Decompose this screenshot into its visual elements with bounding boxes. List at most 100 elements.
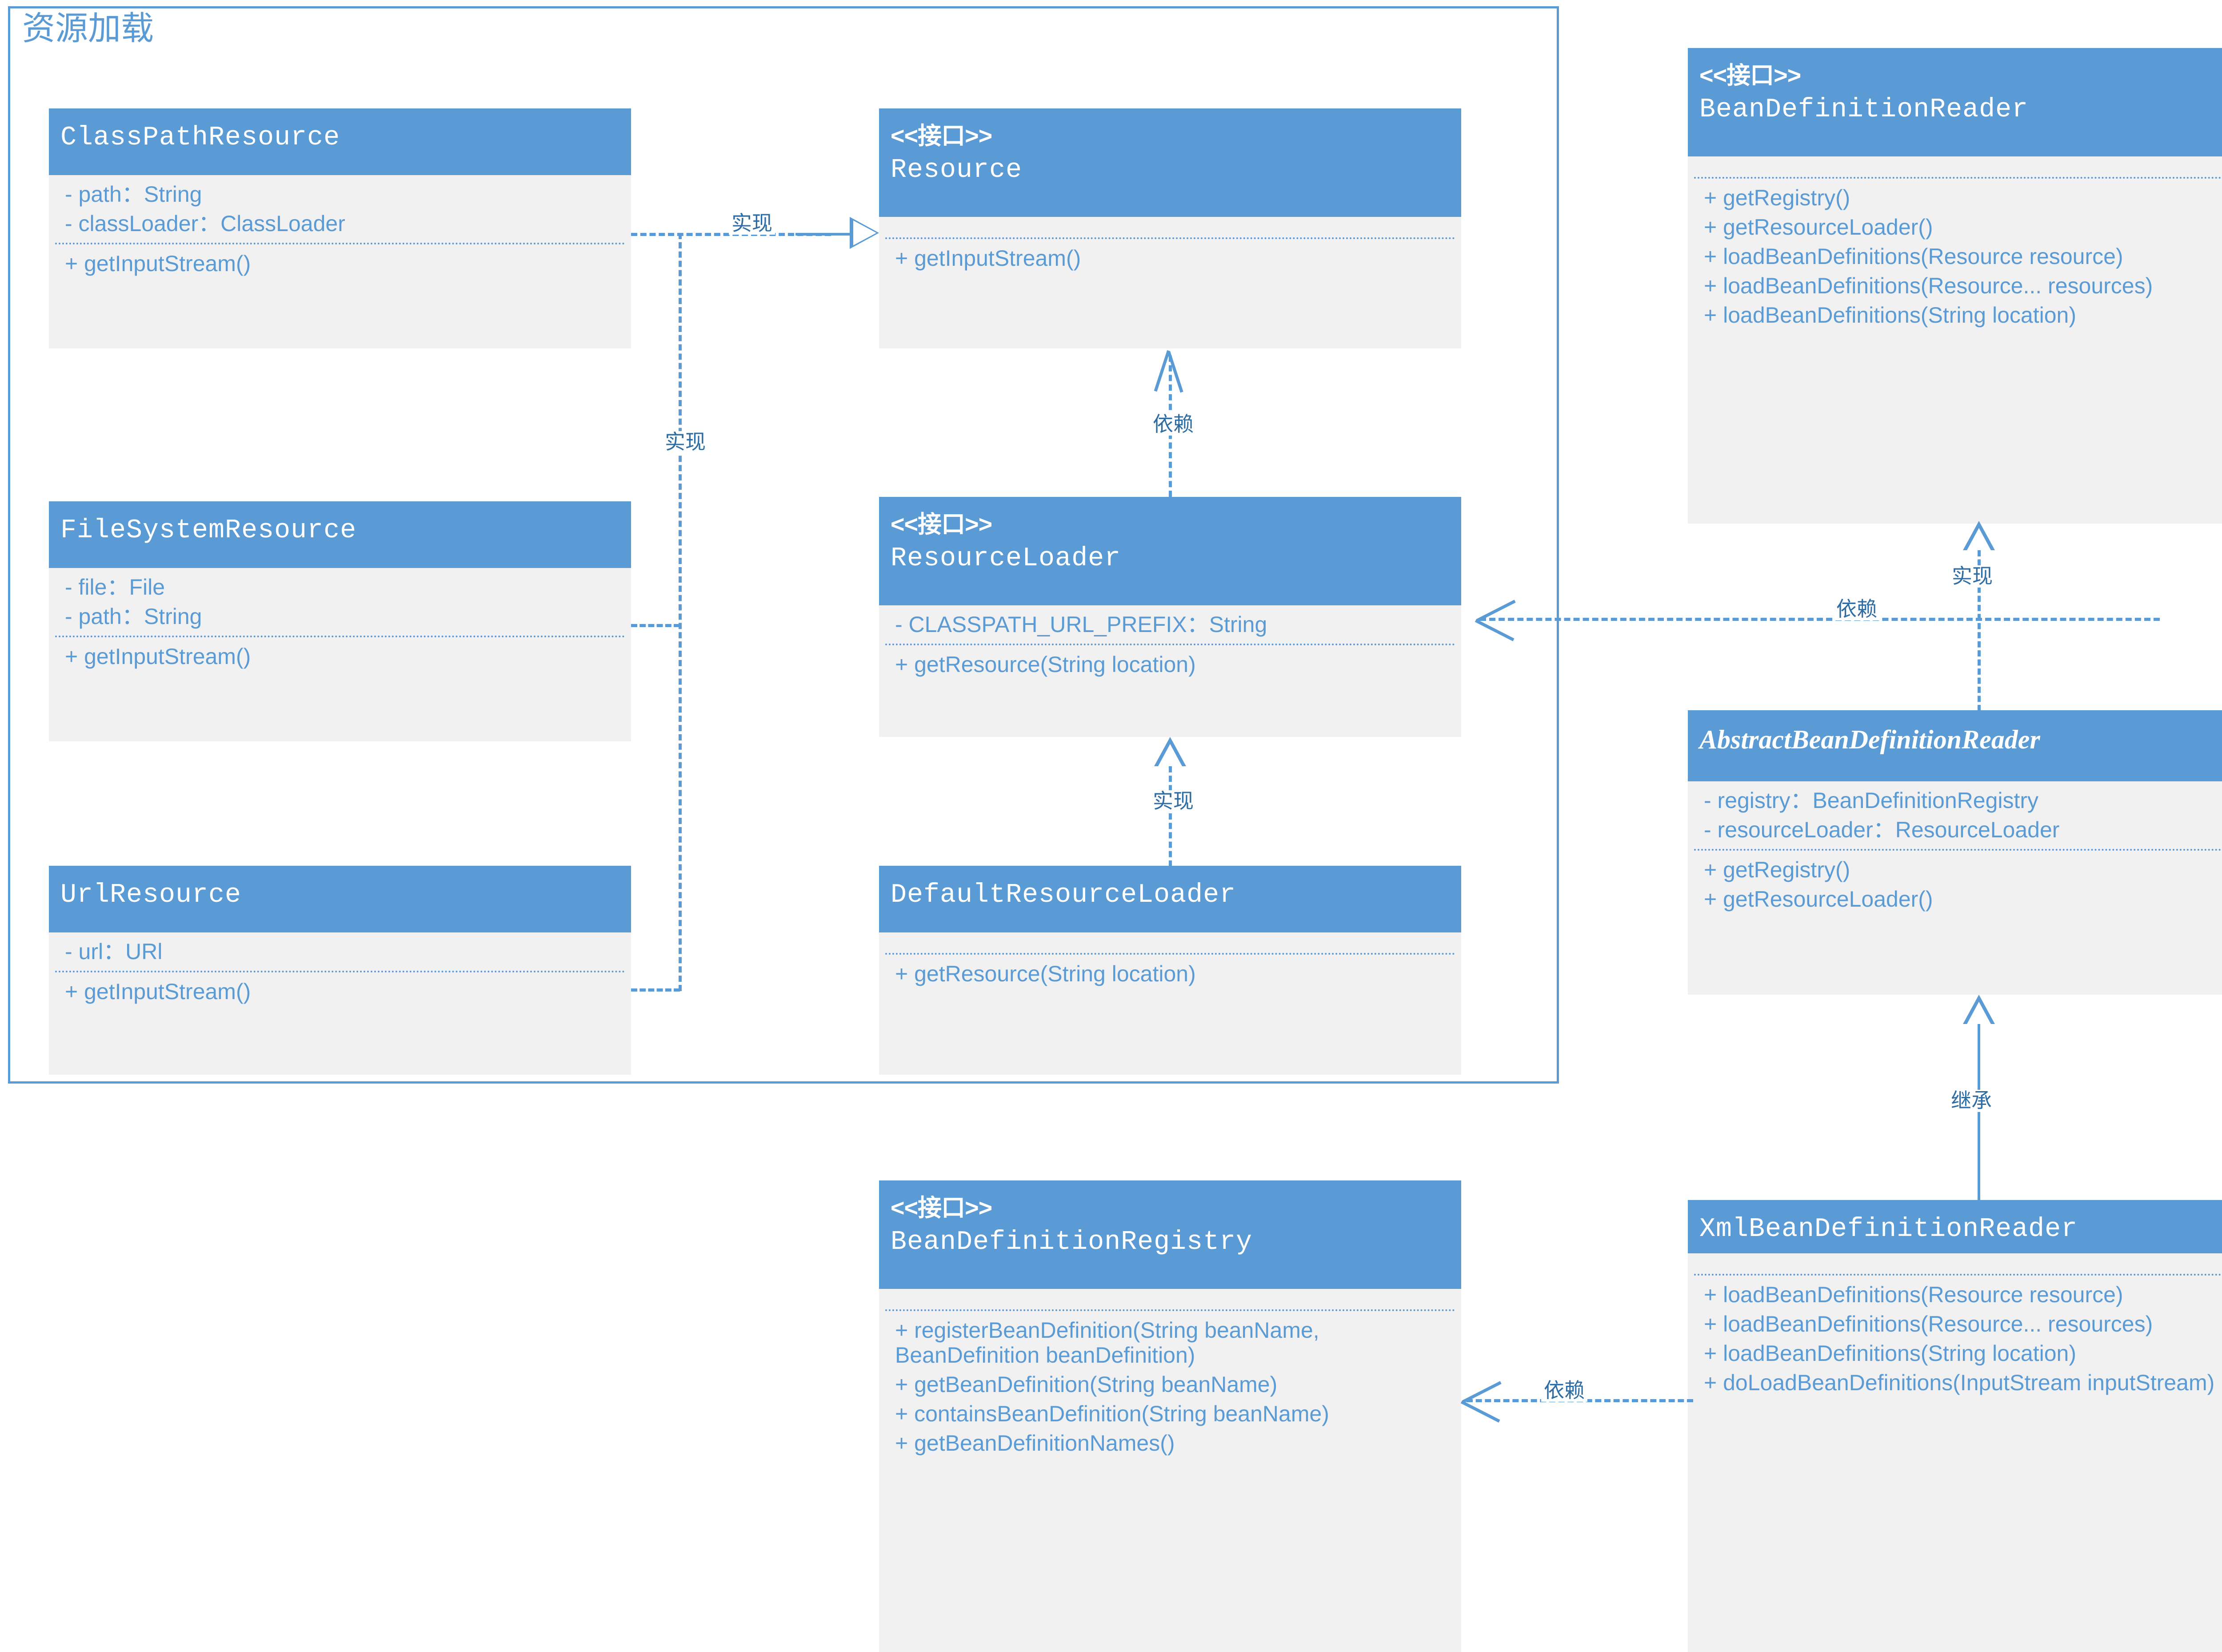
- inheritance-arrowhead-abstractreader-bottom-inner: [1967, 1002, 1991, 1024]
- method-row: + getResourceLoader(): [1704, 887, 1933, 912]
- group-resource-loading: [8, 6, 1559, 1084]
- methods-abstract-bean-definition-reader: + getRegistry() + getResourceLoader(): [1688, 851, 2222, 918]
- connector-beandefinitionreader-resourceloader: [1480, 618, 2160, 621]
- connector-label-depend: 依赖: [1150, 413, 1196, 436]
- attribute-row: - resourceLoader：ResourceLoader: [1704, 817, 2060, 842]
- class-body-default-resource-loader: + getResource(String location): [879, 932, 1461, 993]
- class-box-resource-loader[interactable]: <<接口>> ResourceLoader - CLASSPATH_URL_PR…: [879, 497, 1461, 737]
- class-body-file-system-resource: - file：File - path：String + getInputStre…: [49, 568, 631, 676]
- methods-bean-definition-registry: + registerBeanDefinition(String beanName…: [879, 1311, 1461, 1462]
- class-name-url-resource: UrlResource: [60, 880, 242, 910]
- method-row: + doLoadBeanDefinitions(InputStream inpu…: [1704, 1370, 2215, 1395]
- connector-label-inherit: 继承: [1948, 1090, 1994, 1112]
- member-divider: [55, 636, 625, 637]
- class-name-file-system-resource: FileSystemResource: [60, 516, 357, 546]
- class-name-bean-definition-reader: BeanDefinitionReader: [1699, 94, 2029, 125]
- class-box-default-resource-loader[interactable]: DefaultResourceLoader + getResource(Stri…: [879, 866, 1461, 1075]
- class-box-resource[interactable]: <<接口>> Resource + getInputStream(): [879, 108, 1461, 348]
- class-body-bean-definition-reader: + getRegistry() + getResourceLoader() + …: [1688, 156, 2222, 334]
- methods-file-system-resource: + getInputStream(): [49, 637, 631, 676]
- method-row: + getBeanDefinition(String beanName): [895, 1372, 1278, 1397]
- attributes-url-resource: - url：URl: [49, 932, 631, 971]
- class-header-default-resource-loader: DefaultResourceLoader: [879, 866, 1461, 932]
- member-divider: [1694, 849, 2222, 851]
- methods-resource: + getInputStream(): [879, 239, 1461, 277]
- connector-label-realize: 实现: [729, 212, 775, 235]
- class-box-xml-bean-definition-reader[interactable]: XmlBeanDefinitionReader + loadBeanDefini…: [1688, 1200, 2222, 1652]
- method-row: + getInputStream(): [895, 246, 1081, 271]
- attribute-row: - registry：BeanDefinitionRegistry: [1704, 788, 2039, 813]
- class-name-class-path-resource: ClassPathResource: [60, 123, 340, 153]
- class-header-bean-definition-reader: <<接口>> BeanDefinitionReader: [1688, 48, 2222, 156]
- method-row: + getInputStream(): [65, 979, 251, 1004]
- attributes-abstract-bean-definition-reader: - registry：BeanDefinitionRegistry - reso…: [1688, 781, 2222, 849]
- member-divider: [1694, 177, 2222, 179]
- methods-resource-loader: + getResource(String location): [879, 645, 1461, 684]
- class-name-resource-loader: ResourceLoader: [891, 543, 1121, 574]
- connector-left-riser-to-resource: [679, 233, 682, 991]
- class-box-bean-definition-registry[interactable]: <<接口>> BeanDefinitionRegistry + register…: [879, 1180, 1461, 1652]
- group-title-resource-loading: 资源加载: [22, 11, 154, 47]
- method-row: + loadBeanDefinitions(Resource resource): [1704, 244, 2123, 269]
- connector-classpathresource-resource-tip: [795, 233, 853, 236]
- methods-url-resource: + getInputStream(): [49, 972, 631, 1011]
- class-box-class-path-resource[interactable]: ClassPathResource - path：String - classL…: [49, 108, 631, 348]
- empty-attributes-default-resource-loader: [879, 932, 1461, 953]
- member-divider: [885, 953, 1455, 955]
- method-row: + getRegistry(): [1704, 857, 1850, 882]
- method-row: + getInputStream(): [65, 644, 251, 669]
- attribute-row: - url：URl: [65, 939, 163, 964]
- realization-arrowhead-beandefinitionreader-bottom-inner: [1967, 528, 1991, 550]
- class-box-url-resource[interactable]: UrlResource - url：URl + getInputStream(): [49, 866, 631, 1075]
- member-divider: [55, 971, 625, 972]
- class-name-resource: Resource: [891, 155, 1023, 185]
- attributes-class-path-resource: - path：String - classLoader：ClassLoader: [49, 175, 631, 243]
- class-body-bean-definition-registry: + registerBeanDefinition(String beanName…: [879, 1289, 1461, 1462]
- connector-defaultresourceloader-resourceloader: [1169, 766, 1172, 867]
- class-name-bean-definition-registry: BeanDefinitionRegistry: [891, 1227, 1253, 1257]
- class-header-xml-bean-definition-reader: XmlBeanDefinitionReader: [1688, 1200, 2222, 1253]
- connector-label-realize: 实现: [1150, 790, 1196, 812]
- class-stereotype-bean-definition-reader: <<接口>>: [1699, 62, 1801, 89]
- empty-attributes-bean-definition-reader: [1688, 156, 2222, 177]
- realization-arrowhead-resource-top-inner: [853, 220, 876, 245]
- connector-label-realize: 实现: [1949, 565, 1995, 588]
- class-body-abstract-bean-definition-reader: - registry：BeanDefinitionRegistry - reso…: [1688, 781, 2222, 918]
- method-row: + containsBeanDefinition(String beanName…: [895, 1401, 1329, 1426]
- attribute-row: - CLASSPATH_URL_PREFIX：String: [895, 612, 1267, 637]
- class-stereotype-resource: <<接口>>: [891, 123, 992, 149]
- class-name-default-resource-loader: DefaultResourceLoader: [891, 880, 1236, 910]
- class-box-file-system-resource[interactable]: FileSystemResource - file：File - path：St…: [49, 501, 631, 741]
- method-row: + loadBeanDefinitions(Resource... resour…: [1704, 1312, 2153, 1336]
- connector-filesystemresource-elbow: [631, 624, 680, 627]
- methods-xml-bean-definition-reader: + loadBeanDefinitions(Resource resource)…: [1688, 1276, 2222, 1402]
- class-body-class-path-resource: - path：String - classLoader：ClassLoader …: [49, 175, 631, 283]
- class-box-abstract-bean-definition-reader[interactable]: AbstractBeanDefinitionReader - registry：…: [1688, 710, 2222, 995]
- attributes-resource-loader: - CLASSPATH_URL_PREFIX：String: [879, 605, 1461, 644]
- class-body-xml-bean-definition-reader: + loadBeanDefinitions(Resource resource)…: [1688, 1253, 2222, 1402]
- attribute-row: - path：String: [65, 604, 202, 629]
- methods-class-path-resource: + getInputStream(): [49, 244, 631, 283]
- methods-bean-definition-reader: + getRegistry() + getResourceLoader() + …: [1688, 179, 2222, 334]
- attribute-row: - path：String: [65, 182, 202, 207]
- method-row: + getResource(String location): [895, 652, 1196, 677]
- class-box-bean-definition-reader[interactable]: <<接口>> BeanDefinitionReader + getRegistr…: [1688, 48, 2222, 524]
- class-header-url-resource: UrlResource: [49, 866, 631, 932]
- empty-attributes-xml-bean-definition-reader: [1688, 1253, 2222, 1274]
- method-row: + getInputStream(): [65, 251, 251, 276]
- member-divider: [885, 1309, 1455, 1311]
- method-row: + getBeanDefinitionNames(): [895, 1431, 1175, 1456]
- method-row: + registerBeanDefinition(String beanName…: [895, 1318, 1319, 1368]
- method-row: + loadBeanDefinitions(String location): [1704, 303, 2076, 328]
- method-row: + loadBeanDefinitions(Resource... resour…: [1704, 273, 2153, 298]
- connector-label-depend: 依赖: [1834, 598, 1880, 620]
- class-stereotype-bean-definition-registry: <<接口>>: [891, 1195, 992, 1221]
- member-divider: [885, 237, 1455, 239]
- methods-default-resource-loader: + getResource(String location): [879, 955, 1461, 993]
- member-divider: [885, 644, 1455, 645]
- class-header-file-system-resource: FileSystemResource: [49, 501, 631, 568]
- empty-attributes-bean-definition-registry: [879, 1289, 1461, 1309]
- method-row: + loadBeanDefinitions(String location): [1704, 1341, 2076, 1366]
- class-header-abstract-bean-definition-reader: AbstractBeanDefinitionReader: [1688, 710, 2222, 781]
- class-body-url-resource: - url：URl + getInputStream(): [49, 932, 631, 1011]
